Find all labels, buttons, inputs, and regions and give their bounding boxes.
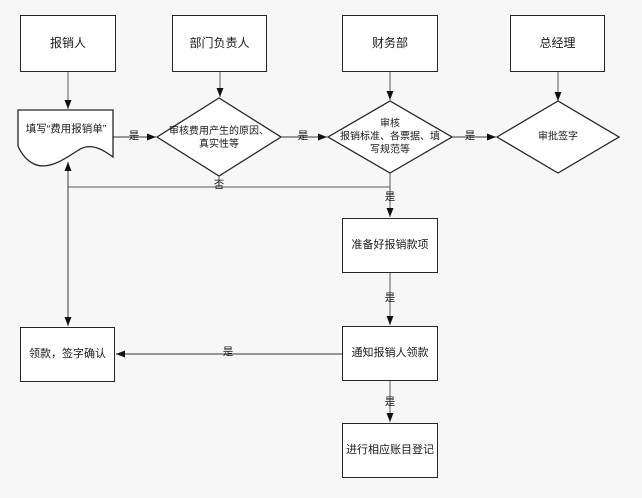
process-box-prepare-payment: 准备好报销款项 [342, 218, 438, 273]
edge-label-yes-notify-ledger: 是 [384, 395, 396, 408]
connector-lines [64, 72, 562, 422]
edge-label-yes-review1-review2: 是 [297, 129, 309, 142]
process-box-notify-payee: 通知报销人领款 [342, 326, 438, 381]
decision-diamond-review-reason [155, 97, 283, 177]
role-box-finance-department: 财务部 [342, 15, 438, 72]
document-shape-fill-form [17, 109, 114, 167]
edge-label-yes-form-review1: 是 [128, 129, 140, 142]
role-box-claimant: 报销人 [20, 15, 116, 72]
decision-diamond-approval-sign [495, 100, 621, 174]
edge-label-yes-notify-receive: 是 [222, 345, 234, 358]
edge-label-yes-review2-approval: 是 [464, 129, 476, 142]
edge-label-no-return: 否 [213, 178, 225, 191]
role-box-department-manager: 部门负责人 [172, 15, 267, 72]
process-box-ledger-register: 进行相应账目登记 [342, 423, 438, 478]
edge-label-yes-prepare-notify: 是 [384, 291, 396, 304]
process-box-receive-sign: 领款，签字确认 [20, 327, 115, 382]
edge-label-yes-review2-prepare: 是 [384, 190, 396, 203]
decision-diamond-review-standards [326, 100, 454, 174]
role-box-general-manager: 总经理 [510, 15, 605, 72]
